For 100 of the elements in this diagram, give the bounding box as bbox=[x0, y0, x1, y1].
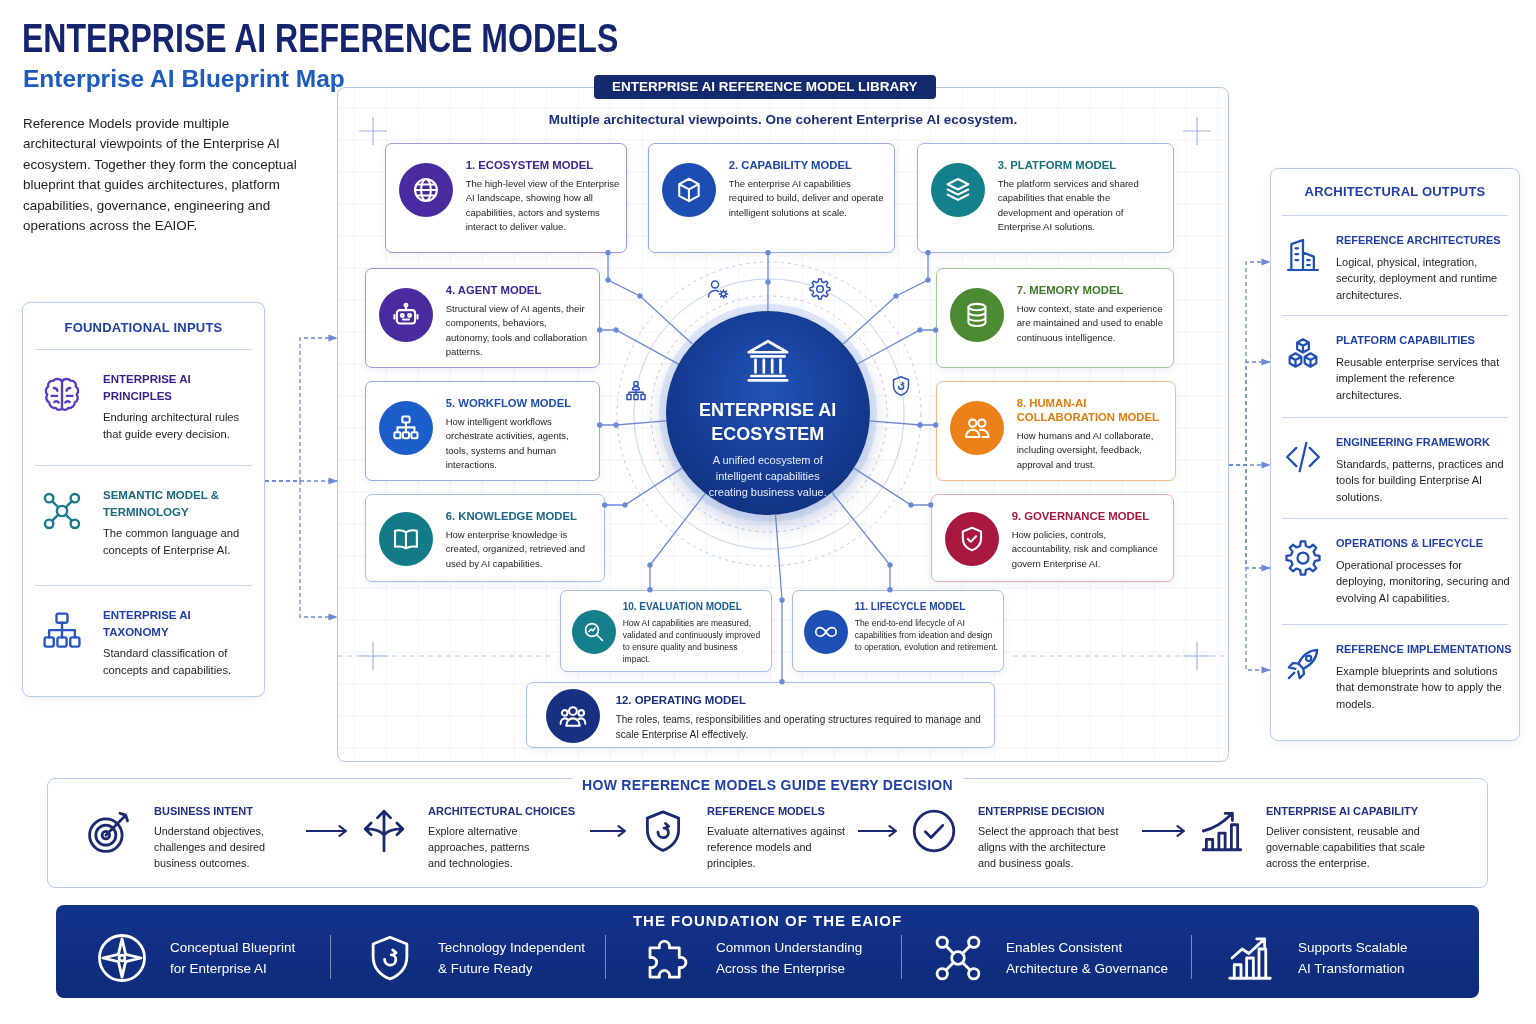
model-title: 9. GOVERNANCE MODEL bbox=[1011, 508, 1150, 523]
model-card bbox=[935, 380, 1176, 481]
outputs-panel bbox=[1270, 168, 1520, 741]
item-description: Logical, physical, integration, security, deployment and runtime architectures. bbox=[1336, 254, 1499, 303]
model-card bbox=[930, 493, 1174, 582]
dashed-arrow bbox=[264, 480, 338, 621]
step-heading: ENTERPRISE AI CAPABILITY bbox=[1266, 804, 1419, 819]
model-card bbox=[364, 380, 600, 481]
page-title: ENTERPRISE AI REFERENCE MODELS bbox=[22, 15, 619, 61]
item-description: Reusable enterprise services that implement the reference architectures. bbox=[1336, 354, 1501, 403]
connector-line bbox=[647, 492, 706, 593]
decision-flow-panel bbox=[47, 778, 1488, 888]
connector-line bbox=[830, 491, 893, 593]
intro-paragraph: Reference Models provide multiple architectural viewpoints of the Enterprise AI ecosystem. Together they form the conceptual blueprint that guides architectures, platform capabilities, governance, engineering and operations across the EAIOF. bbox=[23, 115, 298, 236]
item-heading: REFERENCE IMPLEMENTATIONS bbox=[1336, 642, 1512, 657]
model-title: 3. PLATFORM MODEL bbox=[997, 157, 1117, 172]
step-heading: ARCHITECTURAL CHOICES bbox=[428, 804, 576, 819]
model-description: How AI capabilities are measured, validated and continuously improved to ensure quality and business impact. bbox=[622, 617, 762, 666]
ecosystem-circle bbox=[665, 310, 870, 515]
item-heading: OPERATIONS & LIFECYCLE bbox=[1336, 536, 1484, 551]
page-subtitle: Enterprise AI Blueprint Map bbox=[23, 64, 345, 94]
connector-line bbox=[597, 420, 667, 428]
model-description: The platform services and shared capabilities that enable the development and operation of Enterprise AI solutions. bbox=[997, 176, 1140, 235]
model-description: The roles, teams, responsibilities and operating structures required to manage and scale Enterprise AI effectively. bbox=[615, 712, 982, 742]
foundation-text: Technology Independent & Future Ready bbox=[438, 939, 587, 978]
flow-arrow bbox=[1141, 825, 1186, 837]
library-subtitle: Multiple architectural viewpoints. One coherent Enterprise AI ecosystem. bbox=[548, 111, 1018, 129]
model-card bbox=[935, 267, 1174, 368]
item-description: Standard classification of concepts and capabilities. bbox=[103, 646, 233, 679]
model-card bbox=[559, 589, 772, 672]
inputs-panel bbox=[22, 302, 265, 697]
model-title: 2. CAPABILITY MODEL bbox=[728, 157, 852, 172]
step-heading: REFERENCE MODELS bbox=[707, 804, 825, 819]
connector-line bbox=[605, 250, 694, 345]
model-card bbox=[916, 142, 1174, 253]
foundation-text: Supports Scalable AI Transformation bbox=[1298, 939, 1409, 978]
item-description: Standards, patterns, practices and tools for building Enterprise AI solutions. bbox=[1336, 456, 1505, 505]
model-title: 10. EVALUATION MODEL bbox=[622, 600, 742, 614]
model-description: The enterprise AI capabilities required to build, deliver and operate intelligent solutions at scale. bbox=[728, 176, 885, 220]
item-description: Operational processes for deploying, monitoring, securing and evolving AI capabilities. bbox=[1336, 557, 1511, 606]
panel-heading: ARCHITECTURAL OUTPUTS bbox=[1304, 183, 1486, 200]
flow-arrow bbox=[305, 825, 348, 837]
flow-arrow bbox=[857, 825, 898, 837]
model-title: 12. OPERATING MODEL bbox=[615, 692, 746, 707]
connector-line bbox=[856, 327, 939, 365]
item-heading: REFERENCE ARCHITECTURES bbox=[1336, 233, 1501, 248]
model-description: The high-level view of the Enterprise AI landscape, showing how all capabilities, actors and systems interact to deliver value. bbox=[465, 176, 620, 235]
step-description: Deliver consistent, reusable and governable capabilities that scale across the enterprise. bbox=[1266, 824, 1427, 871]
model-description: How enterprise knowledge is created, organized, retrieved and used by AI capabilities. bbox=[445, 527, 587, 571]
step-description: Understand objectives, challenges and desired business outcomes. bbox=[154, 824, 267, 871]
model-title: 8. HUMAN-AI COLLABORATION MODEL bbox=[1016, 395, 1160, 424]
model-description: The end-to-end lifecycle of AI capabilities from ideation and design to operation, evolution and retirement. bbox=[854, 617, 999, 654]
step-heading: BUSINESS INTENT bbox=[154, 804, 253, 819]
foundation-band bbox=[56, 905, 1479, 998]
item-heading: ENTERPRISE AI TAXONOMY bbox=[103, 608, 192, 640]
model-description: How policies, controls, accountability, risk and compliance govern Enterprise AI. bbox=[1011, 527, 1159, 571]
ecosystem-description: A unified ecosystem of intelligent capabilities creating business value. bbox=[707, 452, 828, 500]
model-card bbox=[647, 142, 895, 253]
model-description: Structural view of AI agents, their components, behaviors, autonomy, tools and collaboration patterns. bbox=[445, 301, 589, 360]
item-heading: ENGINEERING FRAMEWORK bbox=[1336, 435, 1490, 450]
dashed-arrow bbox=[1228, 464, 1271, 674]
item-heading: PLATFORM CAPABILITIES bbox=[1336, 333, 1475, 348]
foundation-text: Conceptual Blueprint for Enterprise AI bbox=[170, 939, 297, 978]
connector-line bbox=[842, 250, 931, 345]
flow-arrow bbox=[589, 825, 627, 837]
model-title: 7. MEMORY MODEL bbox=[1016, 282, 1124, 297]
model-card bbox=[384, 142, 627, 253]
item-description: The common language and concepts of Enterprise AI. bbox=[103, 526, 241, 559]
model-title: 5. WORKFLOW MODEL bbox=[445, 395, 572, 410]
model-card bbox=[364, 267, 600, 368]
panel-heading: FOUNDATIONAL INPUTS bbox=[64, 319, 223, 336]
model-description: How context, state and experience are maintained and used to enable continuous intelligence. bbox=[1016, 301, 1164, 345]
step-description: Select the approach that best aligns with the architecture and business goals. bbox=[978, 824, 1120, 871]
model-title: 1. ECOSYSTEM MODEL bbox=[465, 157, 594, 172]
foundation-text: Common Understanding Across the Enterprise bbox=[716, 939, 864, 978]
item-heading: ENTERPRISE AI PRINCIPLES bbox=[103, 372, 192, 404]
step-description: Explore alternative approaches, patterns and technologies. bbox=[428, 824, 531, 871]
model-card bbox=[364, 493, 605, 582]
model-description: How intelligent workflows orchestrate activities, agents, tools, systems and human interactions. bbox=[445, 414, 570, 473]
step-description: Evaluate alternatives against reference models and principles. bbox=[707, 824, 847, 871]
connector-line bbox=[602, 467, 683, 508]
item-description: Enduring architectural rules that guide every decision. bbox=[103, 410, 241, 443]
model-description: How humans and AI collaborate, including oversight, feedback, approval and trust. bbox=[1016, 428, 1155, 472]
model-title: 4. AGENT MODEL bbox=[445, 282, 542, 297]
library-title-tab: ENTERPRISE AI REFERENCE MODEL LIBRARY bbox=[594, 75, 936, 99]
item-description: Example blueprints and solutions that demonstrate how to apply the models. bbox=[1336, 663, 1503, 712]
model-title: 11. LIFECYCLE MODEL bbox=[854, 600, 966, 614]
item-heading: SEMANTIC MODEL & TERMINOLOGY bbox=[103, 488, 221, 520]
model-card bbox=[525, 681, 995, 748]
ecosystem-title: ENTERPRISE AI ECOSYSTEM bbox=[698, 398, 838, 446]
section-title: THE FOUNDATION OF THE EAIOF bbox=[632, 911, 903, 930]
connector-line bbox=[597, 327, 679, 365]
step-heading: ENTERPRISE DECISION bbox=[978, 804, 1105, 819]
model-title: 6. KNOWLEDGE MODEL bbox=[445, 508, 577, 523]
connector-line bbox=[765, 250, 771, 312]
connector-line bbox=[852, 467, 934, 508]
connector-line bbox=[868, 420, 939, 428]
model-card bbox=[791, 589, 1004, 672]
connector-line bbox=[774, 513, 785, 685]
foundation-text: Enables Consistent Architecture & Governance bbox=[1006, 939, 1170, 978]
